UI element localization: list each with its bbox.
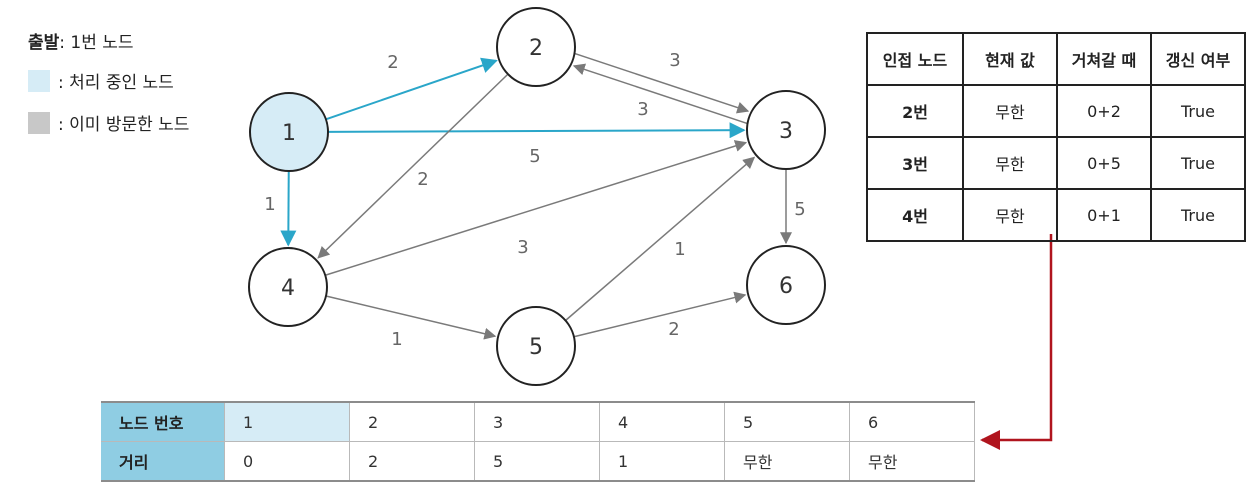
nodes-layer: 1 2 3 4 5 6 [248,7,826,386]
node-number-cell: 5 [724,401,850,442]
distance-cell: 0 [224,441,350,482]
node-number-cell: 2 [349,401,475,442]
adjacency-row: 2번 무한 0+2 True [866,84,1246,138]
legend-start: 출발: 1번 노드 [28,28,134,53]
edge-weight-4-5: 1 [391,329,402,350]
adj-cell: 3번 [866,136,964,190]
edge-5-to-6 [573,291,747,338]
edge-1-to-3 [327,122,746,139]
edge-weight-3-6: 5 [794,199,805,220]
edge-weight-1-4: 1 [264,194,275,215]
distance-node-row: 노드 번호 1 2 3 4 5 6 [101,401,975,442]
node-label-4: 4 [281,276,295,301]
edge-weight-2-3: 3 [669,50,680,71]
adj-cell: 0+2 [1056,84,1152,138]
adj-cell: 무한 [962,84,1058,138]
edge-weight-2-4: 2 [417,169,428,190]
node-label-1: 1 [282,121,296,146]
edge-5-to-3 [565,156,756,322]
node-2 [496,7,576,87]
edge-weight-5-3: 1 [674,239,685,260]
legend-processing-label: : 처리 중인 노드 [58,73,174,93]
distance-value-row: 거리 0 2 5 1 무한 무한 [101,441,975,482]
adj-cell: 0+1 [1056,188,1152,242]
adj-cell: 2번 [866,84,964,138]
edges-layer: 2 5 1 3 3 2 3 1 1 2 5 [264,50,805,350]
node-1 [249,92,329,172]
adj-cell: 무한 [962,136,1058,190]
edge-weight-3-2: 3 [637,99,648,120]
legend-processing: : 처리 중인 노드 [28,68,174,93]
legend-visited-label: : 이미 방문한 노드 [58,115,190,135]
edge-weight-1-3: 5 [529,146,540,167]
node-label-6: 6 [779,274,793,299]
adj-cell: True [1150,188,1246,242]
node-number-header: 노드 번호 [101,401,225,442]
node-label-3: 3 [779,119,793,144]
distance-cell: 1 [599,441,725,482]
update-connector [980,234,1053,450]
node-4 [248,247,328,327]
distance-cell: 무한 [849,441,975,482]
edge-3-to-2 [572,63,748,125]
adj-cell: True [1150,84,1246,138]
processing-swatch [28,69,50,92]
edge-weight-5-6: 2 [668,319,679,340]
adj-cell: 0+5 [1056,136,1152,190]
adj-cell: 4번 [866,188,964,242]
adjacency-row: 4번 무한 0+1 True [866,188,1246,242]
legend-start-value: : 1번 노드 [59,33,134,53]
distance-cell: 무한 [724,441,850,482]
node-label-2: 2 [529,36,543,61]
adj-header-neighbor: 인접 노드 [866,32,964,86]
adj-cell: 무한 [962,188,1058,242]
distance-cell: 2 [349,441,475,482]
node-5 [496,306,576,386]
legend-visited: : 이미 방문한 노드 [28,110,189,135]
legend-start-label: 출발 [28,33,60,53]
distance-cell: 5 [474,441,600,482]
adjacency-table: 인접 노드 현재 값 거쳐갈 때 갱신 여부 2번 무한 0+2 True 3번… [866,32,1246,242]
edge-4-to-5 [325,295,497,340]
adj-header-via: 거쳐갈 때 [1056,32,1152,86]
node-number-cell: 3 [474,401,600,442]
node-3 [746,90,826,170]
edge-weight-4-3: 3 [517,237,528,258]
edge-weight-1-2: 2 [387,52,398,73]
adj-header-current: 현재 값 [962,32,1058,86]
edge-1-to-2 [325,57,498,121]
adjacency-header-row: 인접 노드 현재 값 거쳐갈 때 갱신 여부 [866,32,1246,86]
node-number-cell: 4 [599,401,725,442]
node-number-cell: 6 [849,401,975,442]
edge-4-to-3 [324,140,748,276]
node-label-5: 5 [529,335,543,360]
distance-table: 노드 번호 1 2 3 4 5 6 거리 0 2 5 1 무한 무한 [101,401,975,482]
node-6 [746,245,826,325]
visited-swatch [28,111,50,134]
node-number-cell: 1 [224,401,350,442]
edge-2-to-3 [574,52,750,114]
adj-header-updated: 갱신 여부 [1150,32,1246,86]
distance-header: 거리 [101,441,225,482]
adj-cell: True [1150,136,1246,190]
adjacency-row: 3번 무한 0+5 True [866,136,1246,190]
edge-2-to-4 [317,73,509,259]
